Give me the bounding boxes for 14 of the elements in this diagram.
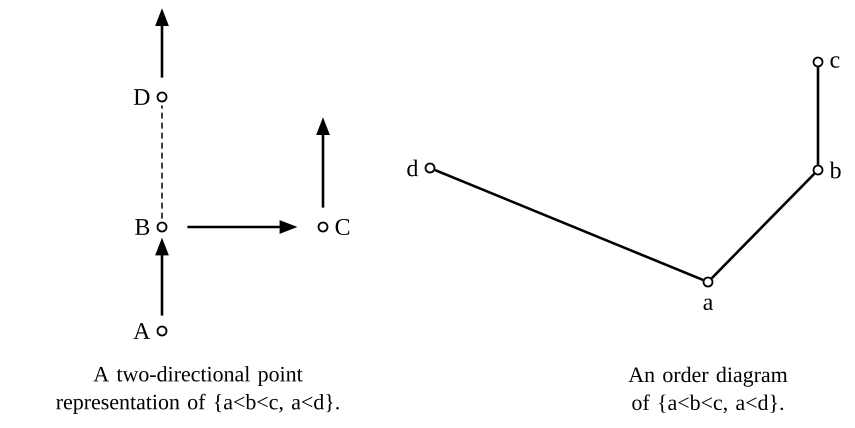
caption: An order diagram of {a<b<c, a<d}.	[628, 366, 788, 414]
point-label: B	[135, 219, 150, 235]
point-label: c	[830, 56, 840, 68]
point-label: C	[336, 218, 350, 236]
point-label: D	[134, 89, 150, 105]
point-label: a	[704, 298, 713, 310]
point-label: d	[407, 160, 418, 176]
caption: A two-directional point representation of {a<b<c, a<d}.	[56, 366, 339, 414]
connecting-line	[434, 168, 704, 282]
dashed-line	[161, 105, 163, 219]
point-label: A	[133, 323, 150, 339]
point-label: b	[830, 162, 841, 178]
connecting-line	[816, 67, 820, 165]
connecting-line	[710, 172, 816, 280]
